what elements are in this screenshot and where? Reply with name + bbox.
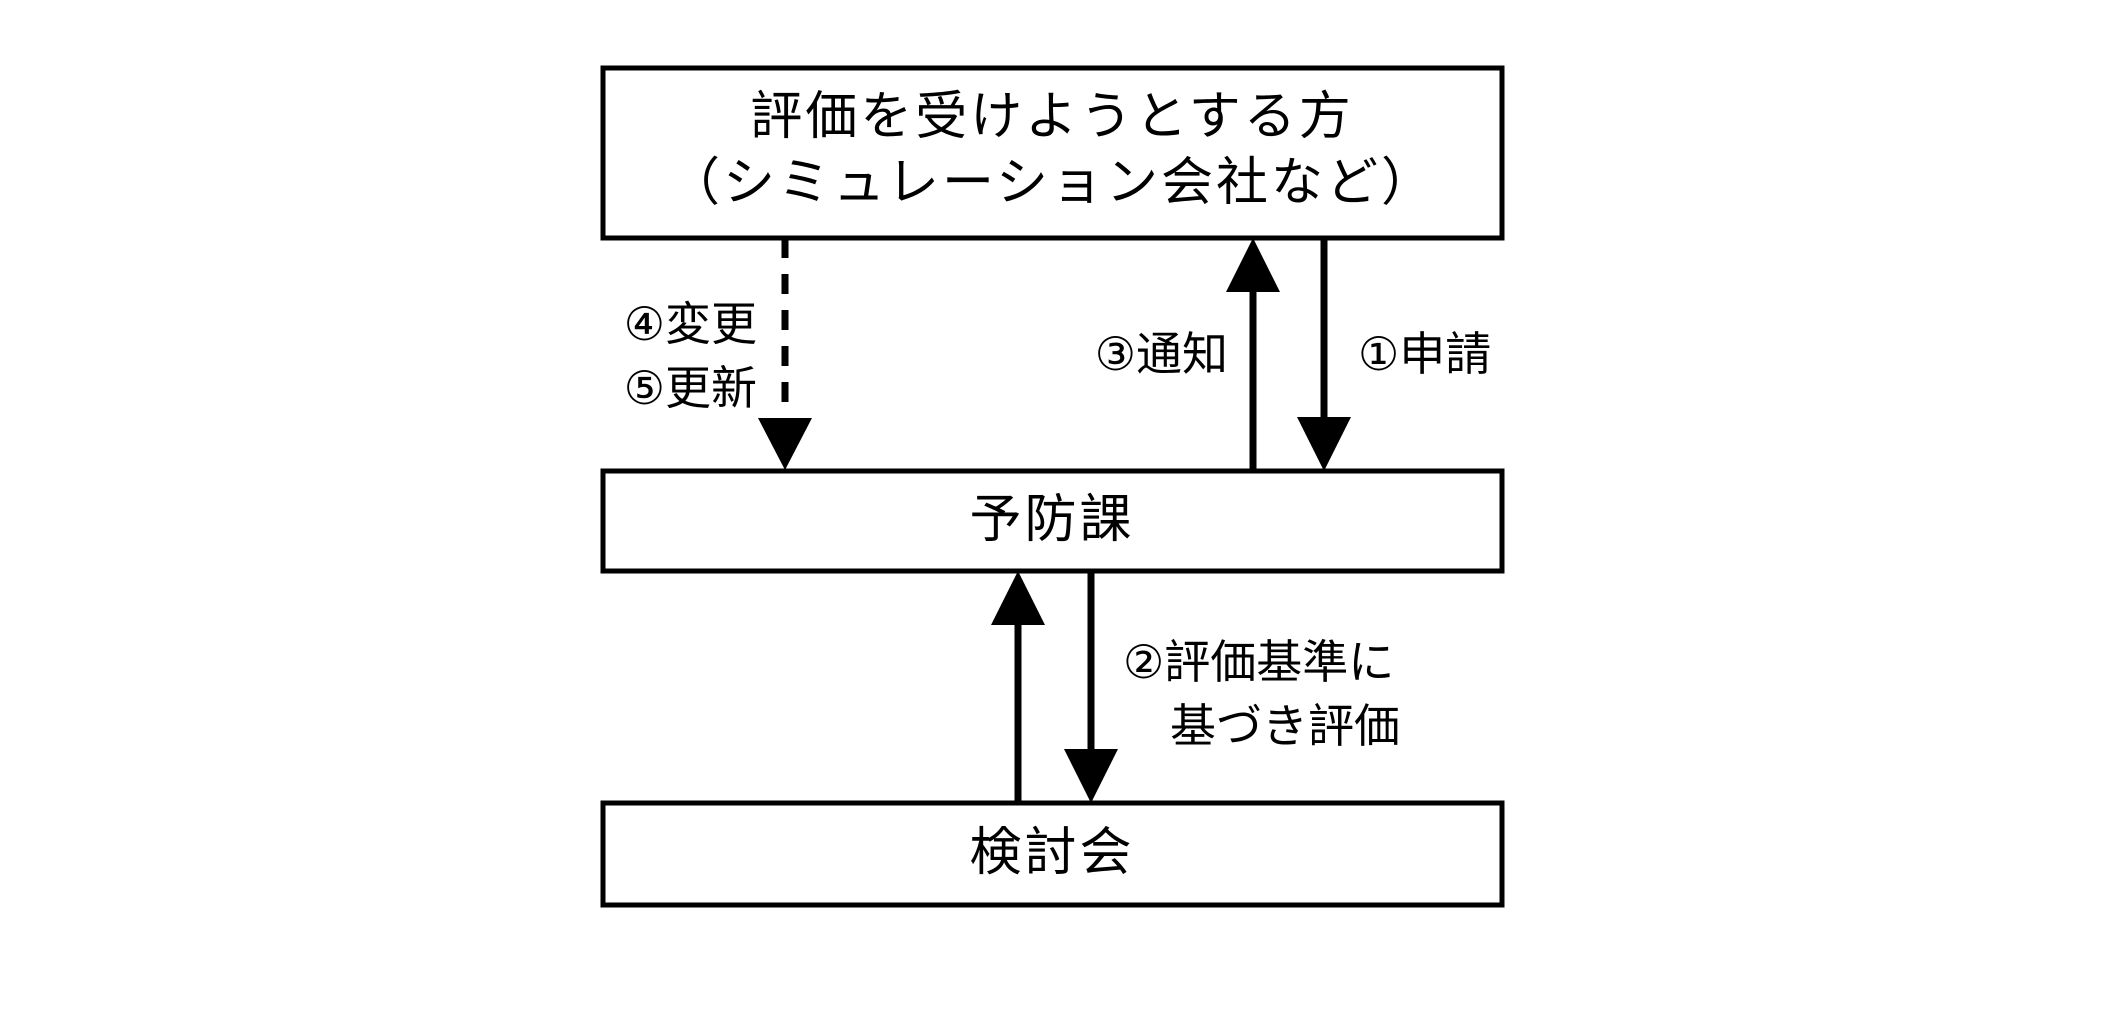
applicant-box-label-line2: （シミュレーション会社など） [668,153,1436,213]
prevention-division-box[interactable]: 予防課 [600,468,1505,574]
edge-change-renewal-arrowhead [758,418,812,470]
applicant-box-rect[interactable] [600,65,1505,241]
edge-evaluation [1064,571,1118,803]
review-committee-box-label: 検討会 [969,823,1134,883]
edge-change-renewal-label: ④変更 ⑤更新 [624,297,757,415]
prevention-division-box-rect[interactable] [600,468,1505,574]
applicant-box-label-line1: 評価を受けようとする方 [750,87,1353,147]
review-committee-box[interactable]: 検討会 [600,800,1505,908]
prevention-division-box-label: 予防課 [969,490,1134,550]
edge-notification [1226,238,1280,471]
edge-committee-return-arrowhead [991,571,1045,625]
edge-notification-label: ③通知 [1095,327,1228,381]
applicant-box[interactable]: 評価を受けようとする方 （シミュレーション会社など） [600,65,1505,241]
edge-committee-return [991,571,1045,803]
edge-application-label: ①申請 [1358,327,1491,381]
edge-change-renewal [758,238,812,470]
edge-application [1297,238,1351,471]
edge-change-renewal-label-line2: ⑤更新 [624,361,757,415]
edge-evaluation-label: ②評価基準に 基づき評価 [1123,635,1400,753]
edge-notification-arrowhead [1226,238,1280,292]
edge-evaluation-label-line2: 基づき評価 [1170,699,1400,753]
edge-evaluation-arrowhead [1064,749,1118,803]
edge-application-arrowhead [1297,417,1351,471]
edge-evaluation-label-line1: ②評価基準に [1123,635,1394,689]
edge-change-renewal-label-line1: ④変更 [624,297,757,351]
review-committee-box-rect[interactable] [600,800,1505,908]
